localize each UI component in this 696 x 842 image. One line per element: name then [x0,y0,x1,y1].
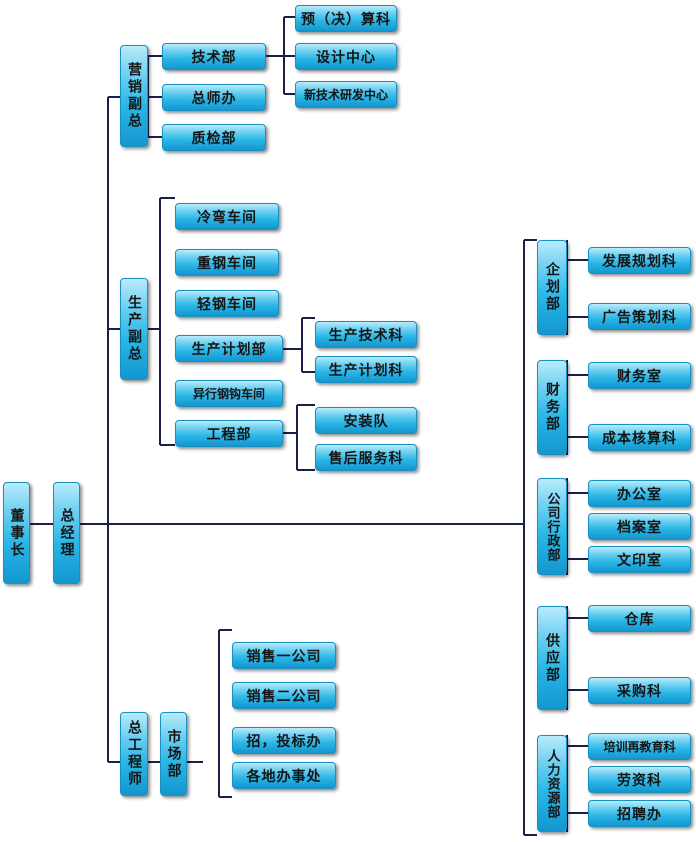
budget-section-box: 预（决）算科 [295,5,397,32]
sales-company-2-box: 销售二公司 [232,682,336,709]
after-sales-section-box: 售后服务科 [315,444,417,471]
planning-dept-box: 企划部 [537,240,567,335]
finance-office-box: 财务室 [588,362,691,389]
engineering-dept-box: 工程部 [175,420,283,447]
admin-dept-box: 公司行政部 [537,478,567,575]
warehouse-box: 仓库 [588,605,691,632]
recruitment-office-box: 招聘办 [588,800,691,827]
development-planning-box: 发展规划科 [588,247,691,274]
chief-engineer-box: 总工程师 [120,712,148,796]
heavy-steel-workshop-box: 重钢车间 [175,249,279,276]
light-steel-workshop-box: 轻钢车间 [175,290,279,317]
chief-engineer-office-box: 总师办 [162,84,266,111]
chairman-box: 董事长 [3,482,30,584]
vp-production-box: 生产副总 [120,278,148,380]
market-dept-box: 市场部 [160,712,187,796]
supply-dept-box: 供应部 [537,606,567,710]
design-center-box: 设计中心 [295,43,397,70]
training-section-box: 培训再教育科 [588,733,691,760]
bidding-office-box: 招，投标办 [232,727,336,754]
general-office-box: 办公室 [588,480,691,507]
purchasing-box: 采购科 [588,677,691,704]
special-steel-workshop-box: 异行钢钩车间 [175,380,283,407]
print-office-box: 文印室 [588,546,691,573]
production-planning-dept-box: 生产计划部 [175,335,283,362]
installation-team-box: 安装队 [315,407,417,434]
general-manager-box: 总经理 [53,482,80,584]
hr-dept-box: 人力资源部 [537,735,567,832]
local-offices-box: 各地办事处 [232,762,336,789]
ad-planning-box: 广告策划科 [588,303,691,330]
finance-dept-box: 财务部 [537,360,567,455]
production-tech-section-box: 生产技术科 [315,321,417,348]
cold-bend-workshop-box: 冷弯车间 [175,203,279,230]
sales-company-1-box: 销售一公司 [232,642,336,669]
labor-wage-section-box: 劳资科 [588,766,691,793]
production-plan-section-box: 生产计划科 [315,356,417,383]
new-tech-center-box: 新技术研发中心 [295,81,397,108]
vp-marketing-box: 营销副总 [120,45,148,147]
qc-dept-box: 质检部 [162,124,266,151]
cost-accounting-box: 成本核算科 [588,424,691,451]
archives-office-box: 档案室 [588,513,691,540]
tech-dept-box: 技术部 [162,43,266,70]
